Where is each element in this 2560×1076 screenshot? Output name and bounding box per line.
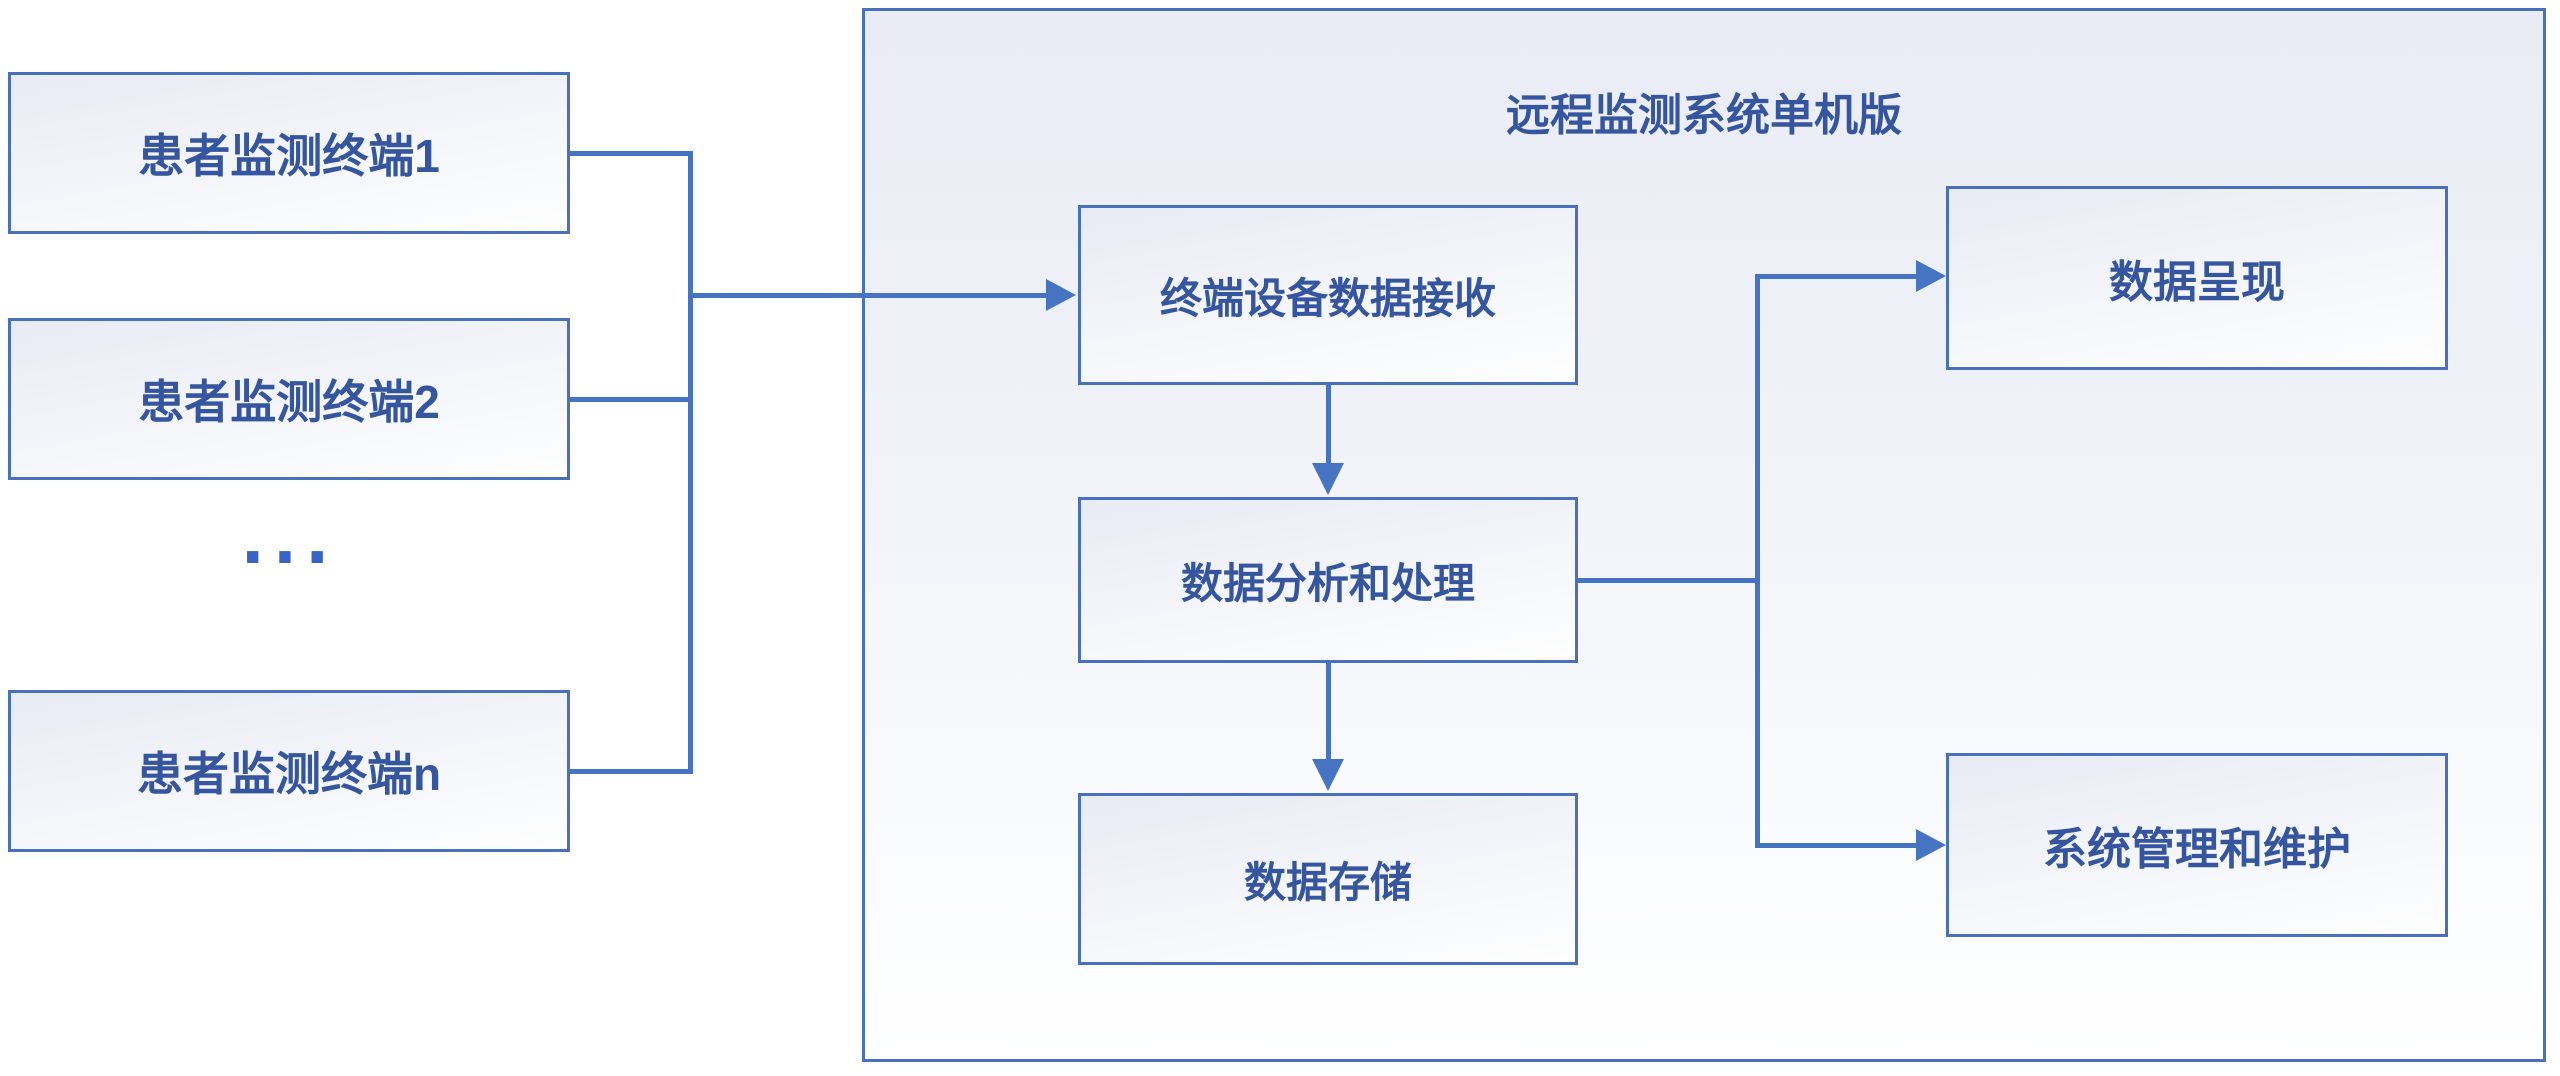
arrow-receive-to-analyze-line	[1326, 385, 1331, 463]
arrow-analyze-to-maintain-line	[1755, 843, 1917, 848]
system-container-title: 远程监测系统单机版	[1506, 91, 1902, 140]
arrow-terminals-to-receive-head-icon	[1046, 279, 1076, 311]
arrow-analyze-to-store-head-icon	[1312, 759, 1344, 791]
connector-branch-vertical	[1755, 274, 1760, 846]
terminal-box-1: 患者监测终端1	[8, 72, 570, 234]
node-system-maintenance-label: 系统管理和维护	[2043, 825, 2351, 874]
connector-terminal2-stub	[570, 397, 692, 402]
arrow-analyze-to-present-head-icon	[1916, 260, 1946, 292]
connector-terminaln-stub	[570, 769, 692, 774]
arrow-analyze-to-maintain-head-icon	[1916, 829, 1946, 861]
node-device-data-receive: 终端设备数据接收	[1078, 205, 1578, 385]
node-data-analysis: 数据分析和处理	[1078, 497, 1578, 663]
node-data-storage-label: 数据存储	[1243, 858, 1412, 906]
arrow-analyze-to-store-line	[1326, 663, 1331, 759]
arrow-receive-to-analyze-head-icon	[1312, 463, 1344, 495]
terminal-box-n: 患者监测终端n	[8, 690, 570, 852]
connector-terminal1-stub	[570, 151, 692, 156]
more-terminals-ellipsis: ...	[241, 491, 339, 580]
node-device-data-receive-label: 终端设备数据接收	[1159, 274, 1496, 322]
node-data-analysis-label: 数据分析和处理	[1180, 559, 1475, 607]
node-data-presentation-label: 数据呈现	[2109, 258, 2285, 307]
arrow-analyze-to-present-line	[1755, 274, 1917, 279]
node-data-storage: 数据存储	[1078, 793, 1578, 965]
node-data-presentation: 数据呈现	[1946, 186, 2448, 370]
node-system-maintenance: 系统管理和维护	[1946, 753, 2448, 937]
terminal-box-1-label: 患者监测终端1	[138, 130, 440, 182]
connector-analyze-branch-stub	[1578, 578, 1758, 583]
terminal-box-2-label: 患者监测终端2	[138, 376, 440, 428]
arrow-terminals-to-receive-line	[688, 293, 1046, 298]
connector-terminal-bus	[688, 151, 693, 774]
terminal-box-2: 患者监测终端2	[8, 318, 570, 480]
terminal-box-n-label: 患者监测终端n	[136, 748, 442, 800]
